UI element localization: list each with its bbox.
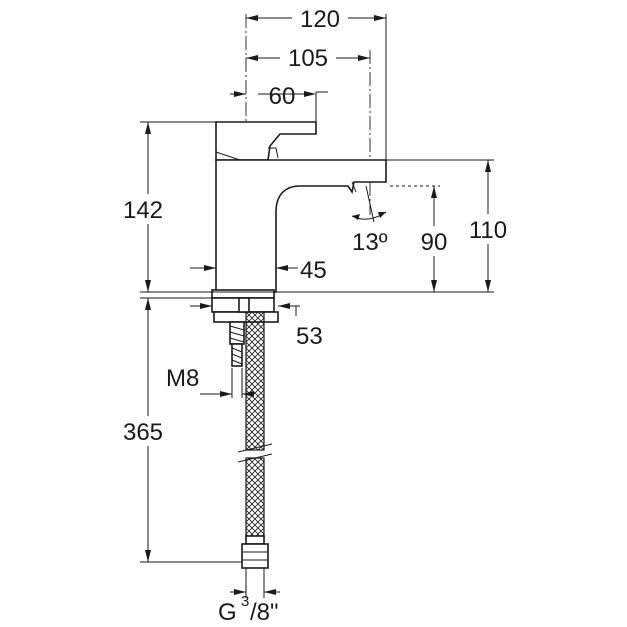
dim-width-total: 120 [246,4,387,160]
dim-height-outlet: 90 [390,185,456,292]
dim-base-diameter: 53 [190,303,323,350]
dim-body-diameter: 45 [190,257,327,284]
dim-spout-angle-label: 13º [352,229,388,256]
dim-hose-thread-numerator: 3 [241,593,249,610]
dim-base-diameter-label: 53 [296,323,323,350]
braided-hose [237,311,273,569]
dim-width-total-label: 120 [300,6,340,33]
dim-height-spout: 110 [386,159,518,292]
dim-height-total: 142 [108,121,216,292]
dim-height-spout-label: 110 [469,217,507,244]
dim-width-lever: 60 [230,83,328,122]
dim-width-spout: 105 [246,44,370,72]
dim-width-lever-label: 60 [269,83,296,110]
dim-stud-thread-label: M8 [166,365,199,392]
dim-body-diameter-label: 45 [300,257,327,284]
dim-stud-thread: M8 [166,365,254,398]
dim-hose-thread-denominator: /8" [250,599,279,626]
threaded-stud [229,297,250,367]
dim-hose-thread: G 3 /8" [218,568,280,626]
dim-height-outlet-label: 90 [421,229,448,256]
dim-height-total-label: 142 [123,197,163,224]
dim-width-spout-label: 105 [288,45,328,72]
dim-hose-thread-main: G [218,599,237,626]
dim-hose-length: 365 [108,297,242,563]
dim-spout-angle: 13º [351,185,388,256]
dim-hose-length-label: 365 [123,419,163,446]
